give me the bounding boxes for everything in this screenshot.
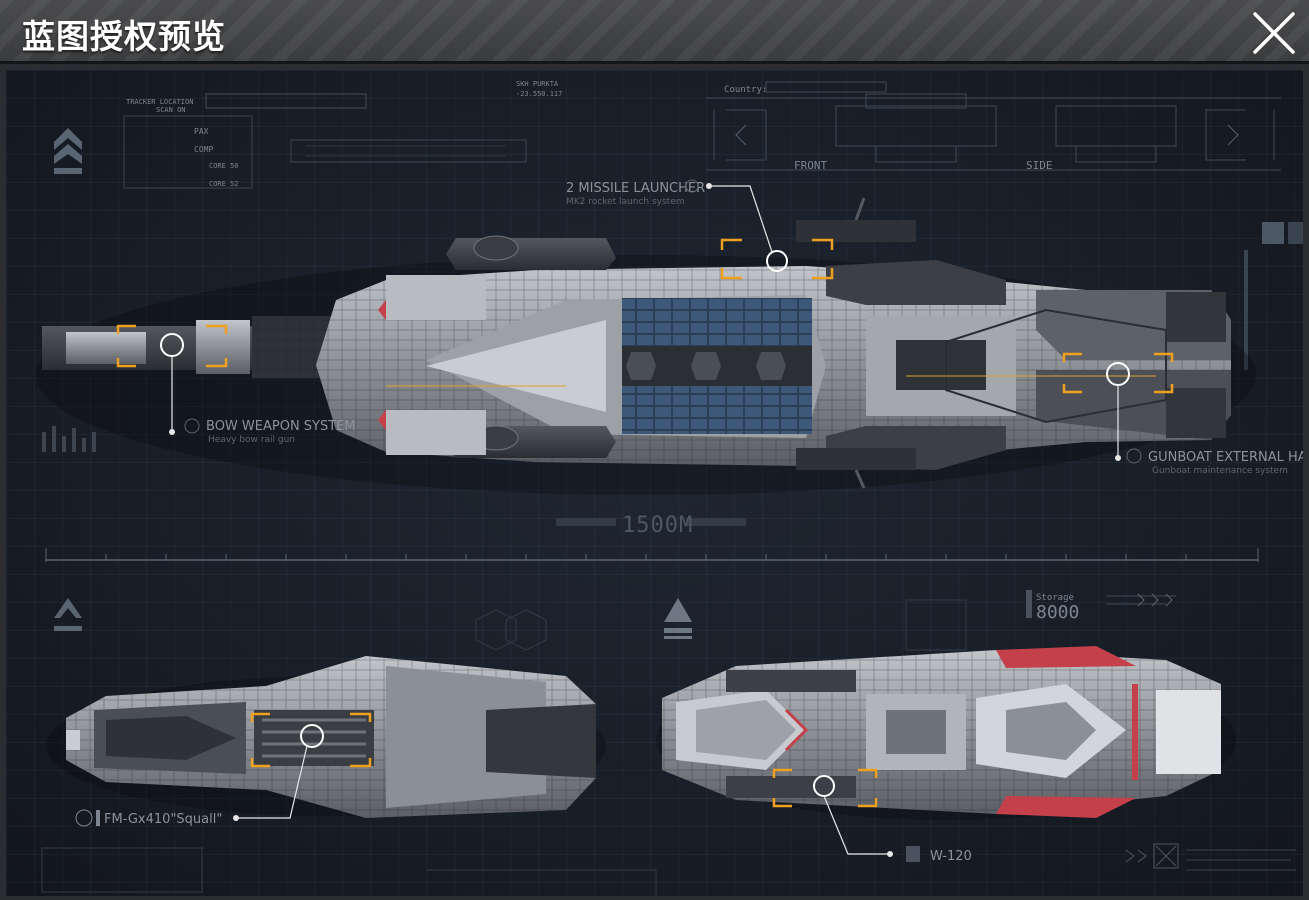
callout-gunboat-hanging[interactable]: GUNBOAT EXTERNAL HANGING Gunboat mainten… (1062, 352, 1303, 476)
callout-bow-weapon[interactable]: BOW WEAPON SYSTEM Heavy bow rail gun (42, 324, 356, 452)
hud-decor-right (1244, 222, 1303, 370)
stat-label-pax: PAX (194, 127, 209, 136)
window-title: 蓝图授权预览 (22, 17, 226, 56)
storage-label: Storage (1036, 593, 1074, 603)
scale-label: 1500M (622, 513, 693, 538)
front-side-preview (706, 81, 1281, 171)
cruiser-w120-illustration (656, 646, 1236, 820)
storage-readout: Storage 8000 (1026, 590, 1176, 623)
globe-icon (1126, 448, 1142, 464)
hud-decor-top-left (123, 93, 527, 189)
callout-squall[interactable]: FM-Gx410"Squall" (75, 712, 372, 827)
hud-decor-bottom (41, 599, 1296, 896)
hotspot-marker-icon (766, 250, 788, 272)
close-button[interactable] (1249, 8, 1299, 58)
callout-gunboat-sub: Gunboat maintenance system (1152, 466, 1288, 476)
callout-bow-title: BOW WEAPON SYSTEM (206, 419, 356, 434)
callout-missile-launcher[interactable]: 2 MISSILE LAUNCHER MK2 rocket launch sys… (566, 179, 834, 280)
callout-missile-sub: MK2 rocket launch system (566, 197, 685, 207)
callout-squall-title: FM-Gx410"Squall" (104, 812, 222, 827)
callout-missile-title: 2 MISSILE LAUNCHER (566, 181, 705, 196)
globe-icon (685, 179, 699, 193)
blueprint-viewport: TRACKER LOCATION SCAN ON PAX COMP CORE 5… (6, 70, 1303, 896)
country-label: Country: (724, 85, 767, 95)
scale-bar: 1500M (45, 513, 1259, 562)
hotspot-marker-icon (300, 724, 324, 748)
stat-label-comp: COMP (194, 145, 213, 154)
tracker-label: TRACKER LOCATION (126, 98, 193, 106)
globe-icon (75, 809, 93, 827)
core-label-52: CORE 52 (209, 180, 239, 188)
storage-value: 8000 (1036, 602, 1079, 623)
chevron-rank-icon-small (54, 598, 82, 631)
blueprint-canvas: TRACKER LOCATION SCAN ON PAX COMP CORE 5… (36, 80, 1303, 896)
title-bar: 蓝图授权预览 (0, 0, 1309, 64)
scan-label: SCAN ON (156, 106, 186, 114)
callout-w120[interactable]: W-120 (772, 768, 972, 864)
callout-bow-sub: Heavy bow rail gun (208, 435, 295, 445)
frigate-squall-illustration (46, 656, 606, 818)
callout-w120-title: W-120 (930, 849, 972, 864)
globe-icon (184, 418, 200, 434)
triangle-rank-icon (664, 598, 692, 639)
coord-label-2: -23.550.117 (516, 90, 562, 98)
close-icon (1253, 12, 1295, 54)
chevron-rank-icon (54, 128, 82, 174)
front-label: FRONT (794, 159, 827, 172)
side-label: SIDE (1026, 159, 1053, 172)
main-ship-illustration (36, 197, 1256, 495)
core-label-50: CORE 50 (209, 162, 239, 170)
coord-label-1: SKH PURKTA (516, 80, 559, 88)
callout-gunboat-title: GUNBOAT EXTERNAL HANGING (1148, 450, 1303, 465)
